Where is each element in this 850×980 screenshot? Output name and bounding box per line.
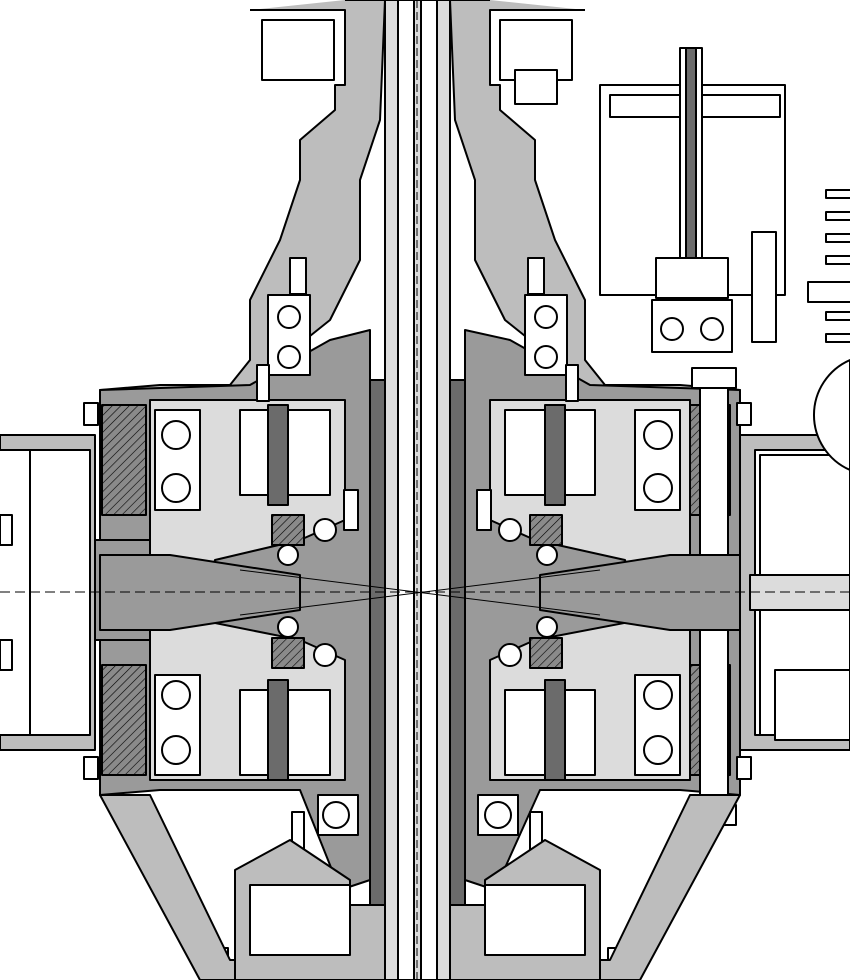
bottom-frame bbox=[99, 794, 741, 980]
input-shafts bbox=[0, 554, 850, 631]
far-right-fins bbox=[807, 189, 850, 471]
right-side-frame bbox=[689, 367, 850, 826]
bearings-right bbox=[477, 294, 681, 836]
bearings-left bbox=[154, 294, 359, 836]
top-right-motor-unit bbox=[514, 47, 786, 353]
central-shaft-assembly bbox=[369, 0, 466, 980]
